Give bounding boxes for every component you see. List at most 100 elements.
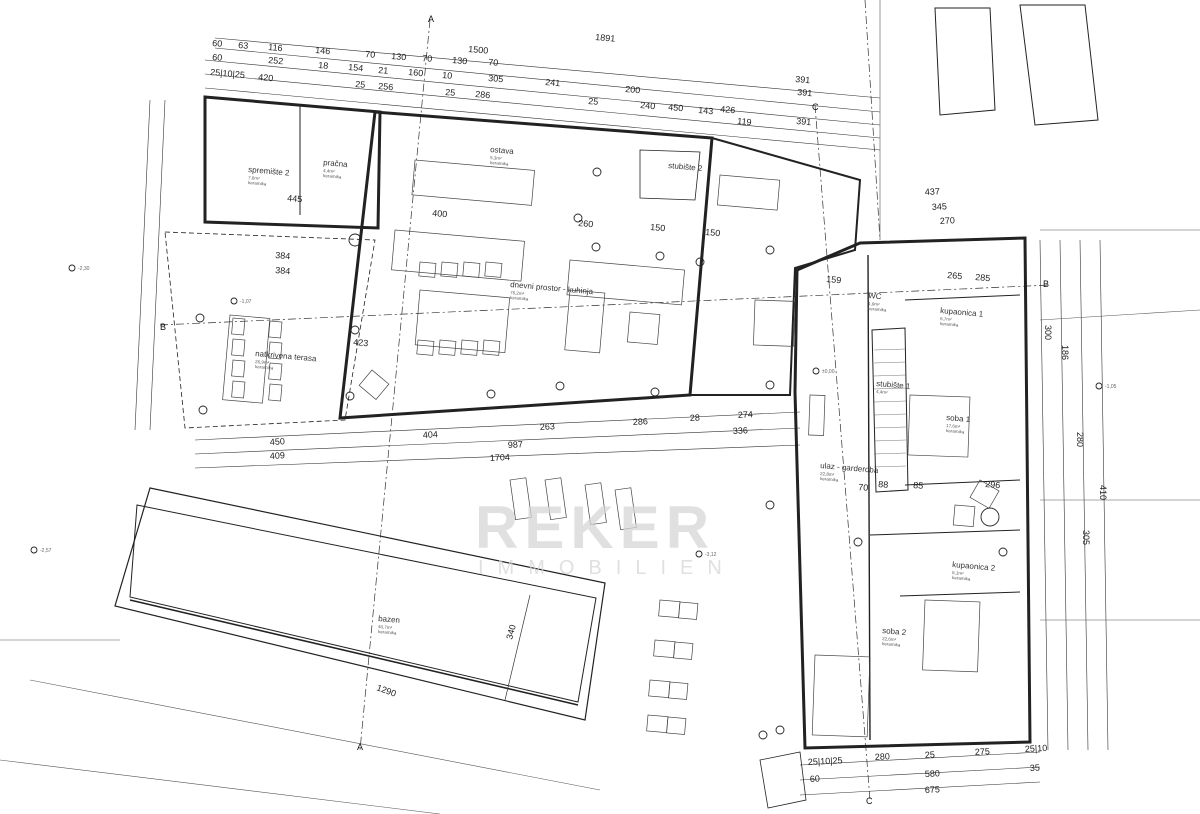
dimension-line — [799, 781, 1041, 796]
stair-step — [873, 387, 907, 390]
dimension-label: 146 — [315, 45, 331, 56]
dimension-label: 116 — [268, 42, 283, 53]
room-label: WC — [868, 291, 882, 301]
dimension-label: 256 — [378, 81, 394, 92]
dimension-label: 85 — [913, 480, 924, 491]
dimension-line — [194, 444, 801, 469]
stair-step — [873, 400, 907, 403]
chair — [268, 383, 283, 402]
dimension-label: 28 — [690, 412, 701, 423]
sofa — [566, 259, 685, 306]
dimension-line — [214, 37, 881, 99]
dimension-label: 426 — [720, 104, 736, 115]
pool-inner — [129, 504, 597, 703]
dimension-label: 130 — [391, 51, 407, 62]
dimension-label: 275 — [975, 746, 991, 757]
dimension-line — [204, 87, 881, 151]
lounger — [509, 477, 532, 521]
dimension-label: 391 — [796, 116, 812, 127]
dimension-label: 384 — [275, 265, 291, 276]
stair-step — [873, 361, 907, 364]
room-label: kupaonica 2 — [952, 560, 996, 573]
dimension-label: 285 — [975, 272, 991, 283]
lounger — [658, 599, 681, 619]
dimension-label: 300 — [1043, 325, 1053, 340]
lounger — [646, 714, 669, 734]
storage-walls — [203, 95, 382, 230]
section-marker: C — [866, 796, 873, 806]
partition-wall — [899, 591, 1021, 597]
dimension-label: 437 — [925, 186, 941, 197]
dimension-label: 1704 — [490, 452, 511, 463]
dimension-line — [194, 411, 801, 441]
room-label: stubište 2 — [668, 161, 703, 173]
radiator — [808, 394, 826, 436]
room-floor: keramika — [946, 428, 965, 435]
side-table — [980, 507, 1000, 527]
chair — [484, 261, 503, 278]
dimension-label: 400 — [432, 208, 448, 219]
column-marker — [592, 167, 602, 177]
chair — [231, 359, 246, 378]
dimension-label: 159 — [826, 274, 842, 285]
dimension-label: 305 — [488, 73, 504, 84]
dimension-label: 286 — [633, 416, 649, 427]
dimension-label: 987 — [508, 439, 524, 450]
chair — [440, 261, 459, 278]
section-axis — [159, 284, 1051, 326]
chair — [268, 341, 283, 360]
kitchen-unit — [411, 159, 535, 206]
chair — [482, 339, 501, 356]
dimension-label: 274 — [738, 409, 754, 420]
dimension-line — [214, 47, 881, 113]
room-floor: keramika — [490, 160, 509, 167]
column-marker — [486, 389, 496, 399]
section-marker: B — [1043, 279, 1049, 289]
dimension-label: 186 — [1060, 345, 1070, 360]
kitchen-island — [391, 229, 525, 282]
lounger — [544, 477, 567, 521]
level-label: -1,07 — [240, 299, 252, 305]
stair-step — [873, 348, 907, 351]
armchair — [969, 479, 1000, 509]
dimension-label: 345 — [932, 201, 948, 212]
chair — [416, 339, 435, 356]
dimension-label: 580 — [925, 768, 941, 779]
dimension-label: 445 — [287, 193, 303, 204]
dimension-label: 63 — [238, 40, 249, 51]
chair — [460, 339, 479, 356]
armchair — [358, 369, 390, 400]
dimension-line — [194, 427, 801, 455]
section-marker: C — [812, 102, 819, 112]
column-marker — [853, 537, 863, 547]
partition-wall — [869, 529, 1021, 536]
column-marker — [591, 242, 601, 252]
pool-outer — [114, 487, 606, 721]
column-marker — [345, 391, 355, 401]
dimension-label: 263 — [540, 421, 556, 432]
watermark: REKER IMMOBILIEN — [475, 494, 722, 579]
dimension-label: 1891 — [595, 32, 616, 44]
lounger — [678, 601, 699, 620]
column-marker — [765, 380, 775, 390]
plan-labels: spremište 27,6m²keramikapračna4,4m²keram… — [40, 14, 1117, 806]
level-icon — [695, 550, 703, 558]
stair-step — [873, 426, 907, 429]
dimension-label: 25|10 — [1025, 743, 1048, 754]
room-area: 76,2m² — [510, 290, 525, 296]
entry-steps — [759, 751, 807, 809]
room-area: 6,7m² — [940, 316, 952, 322]
dimension-label: 265 — [947, 270, 963, 281]
dimension-label: 450 — [668, 102, 684, 113]
dimension-label: 25 — [925, 749, 936, 760]
level-label: -1,05 — [1105, 384, 1117, 390]
dimension-label: 35 — [1030, 762, 1041, 773]
chair — [462, 261, 481, 278]
room-area: 7,6m² — [248, 175, 260, 181]
section-axis — [864, 0, 881, 241]
dimension-label: 119 — [737, 116, 752, 127]
dimension-label: 60 — [810, 773, 821, 784]
room-label: spremište 2 — [248, 165, 291, 178]
dimension-label: 409 — [270, 450, 286, 461]
